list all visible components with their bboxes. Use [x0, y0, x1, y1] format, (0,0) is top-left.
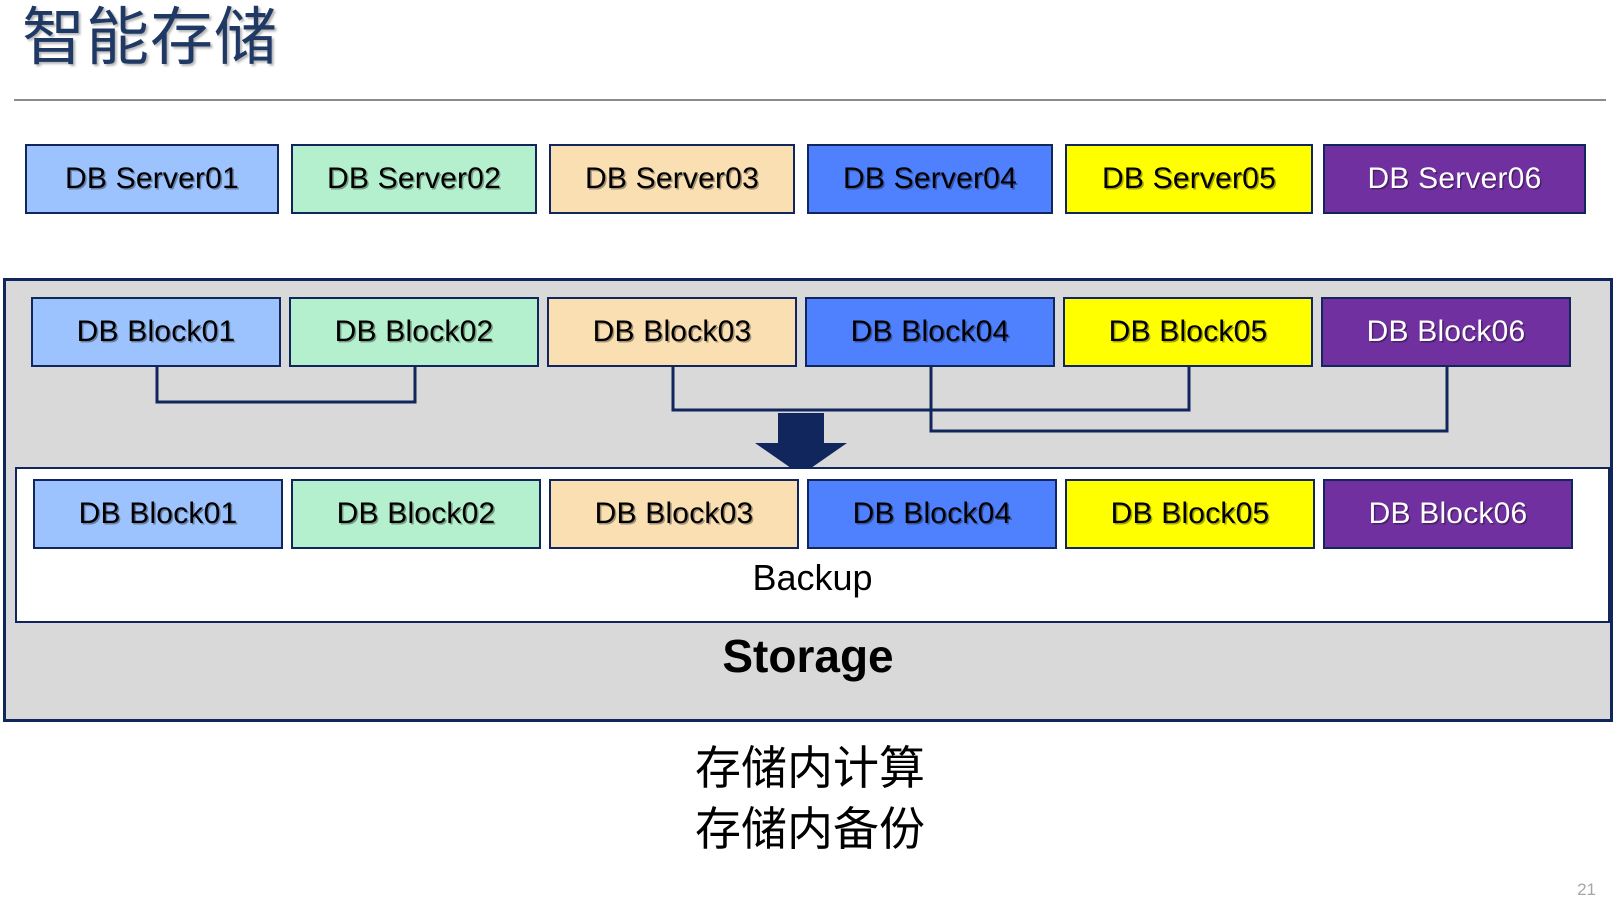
caption-line-1: 存储内计算	[695, 742, 925, 794]
db-server-box-5: DB Server05	[1065, 144, 1313, 214]
db-block-box-2: DB Block02	[289, 297, 539, 367]
db-block-row-backup: DB Block01 DB Block02 DB Block03 DB Block04…	[17, 479, 1612, 549]
db-backup-block-box-4: DB Block04	[807, 479, 1057, 549]
db-block-box-label: DB Block06	[1366, 315, 1526, 348]
db-backup-block-box-label: DB Block02	[336, 497, 496, 530]
db-block-box-4: DB Block04	[805, 297, 1055, 367]
db-backup-block-box-label: DB Block01	[78, 497, 238, 530]
page-title: 智能存储	[22, 3, 278, 73]
backup-container: DB Block01 DB Block02 DB Block03 DB Block04…	[15, 467, 1610, 623]
db-server-box-label: DB Server04	[843, 162, 1017, 195]
db-server-box-6: DB Server06	[1323, 144, 1586, 214]
db-server-box-1: DB Server01	[25, 144, 279, 214]
db-backup-block-box-label: DB Block06	[1368, 497, 1528, 530]
db-server-box-label: DB Server03	[585, 162, 759, 195]
db-block-row-primary: DB Block01 DB Block02 DB Block03 DB Block04…	[6, 297, 1616, 367]
db-block-box-5: DB Block05	[1063, 297, 1313, 367]
db-backup-block-box-6: DB Block06	[1323, 479, 1573, 549]
db-block-box-6: DB Block06	[1321, 297, 1571, 367]
connector-2	[671, 367, 1191, 412]
db-server-box-2: DB Server02	[291, 144, 537, 214]
storage-container: DB Block01 DB Block02 DB Block03 DB Block04…	[3, 278, 1613, 722]
db-block-box-3: DB Block03	[547, 297, 797, 367]
db-backup-block-box-label: DB Block03	[594, 497, 754, 530]
db-block-box-1: DB Block01	[31, 297, 281, 367]
db-server-row: DB Server01 DB Server02 DB Server03 DB Serv…	[0, 144, 1620, 214]
db-block-box-label: DB Block04	[850, 315, 1010, 348]
db-backup-block-box-2: DB Block02	[291, 479, 541, 549]
db-block-box-label: DB Block02	[334, 315, 494, 348]
connector-3	[929, 367, 1449, 433]
db-backup-block-box-label: DB Block05	[1110, 497, 1270, 530]
db-backup-block-box-label: DB Block04	[852, 497, 1012, 530]
db-server-box-label: DB Server02	[327, 162, 501, 195]
db-backup-block-box-3: DB Block03	[549, 479, 799, 549]
db-block-box-label: DB Block03	[592, 315, 752, 348]
down-arrow-icon	[755, 413, 847, 475]
page-number: 21	[1577, 880, 1596, 899]
caption-block: 存储内计算存储内备份	[0, 738, 1620, 860]
caption-line-2: 存储内备份	[695, 803, 925, 856]
db-block-box-label: DB Block01	[76, 315, 236, 348]
title-divider	[14, 99, 1606, 101]
db-server-box-label: DB Server06	[1367, 162, 1542, 195]
db-server-box-label: DB Server01	[65, 162, 239, 195]
db-server-box-label: DB Server05	[1102, 162, 1276, 195]
db-backup-block-box-1: DB Block01	[33, 479, 283, 549]
db-block-box-label: DB Block05	[1108, 315, 1268, 348]
db-server-box-4: DB Server04	[807, 144, 1053, 214]
storage-label: Storage	[722, 630, 894, 682]
connector-1	[155, 367, 417, 404]
db-server-box-3: DB Server03	[549, 144, 795, 214]
db-backup-block-box-5: DB Block05	[1065, 479, 1315, 549]
backup-label: Backup	[752, 557, 873, 598]
